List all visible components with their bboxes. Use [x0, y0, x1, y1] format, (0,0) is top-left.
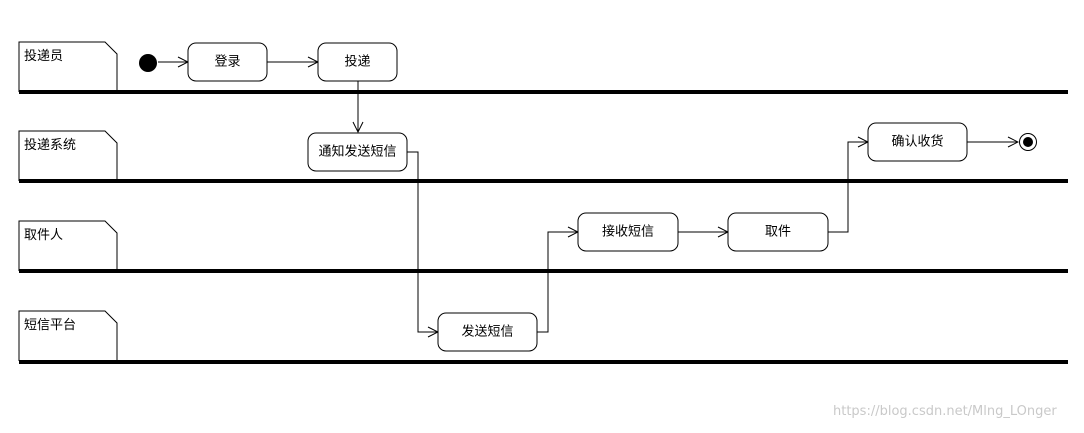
lane-label-courier: 投递员 — [24, 48, 63, 64]
action-deliver: 投递 — [317, 42, 398, 82]
action-send-sms: 发送短信 — [437, 312, 538, 352]
lane-label-frame — [18, 41, 118, 92]
edge-send-to-receive — [537, 232, 578, 333]
lane-label-delivery-system: 投递系统 — [24, 137, 76, 153]
action-pickup: 取件 — [727, 212, 829, 252]
edge-notify-to-send — [407, 151, 438, 332]
lane-label-sms-platform: 短信平台 — [24, 318, 76, 333]
watermark-text: https://blog.csdn.net/Mlng_LOnger — [833, 404, 1057, 419]
final-node — [1019, 133, 1037, 151]
action-send-sms-label: 发送短信 — [461, 324, 513, 340]
lane-label-recipient: 取件人 — [24, 228, 63, 243]
action-deliver-label: 投递 — [344, 54, 370, 70]
action-notify-sms-label: 通知发送短信 — [318, 144, 396, 160]
flow-edges — [158, 62, 1018, 332]
swimlane-sms-platform: 短信平台 — [18, 310, 1068, 364]
lane-label-frame — [18, 220, 118, 271]
action-login-label: 登录 — [214, 55, 240, 70]
action-receive-sms-label: 接收短信 — [602, 224, 654, 240]
action-pickup-label: 取件 — [765, 225, 791, 240]
action-confirm-receipt-label: 确认收货 — [891, 134, 943, 150]
action-login: 登录 — [187, 42, 268, 82]
swimlane-delivery-system: 投递系统 — [18, 130, 1068, 183]
lane-label-frame — [18, 130, 118, 181]
swimlane-courier: 投递员 — [18, 41, 1068, 94]
swimlane-recipient: 取件人 — [18, 220, 1068, 273]
action-notify-sms: 通知发送短信 — [307, 132, 408, 172]
initial-node — [139, 54, 157, 72]
action-receive-sms: 接收短信 — [577, 212, 679, 252]
action-confirm-receipt: 确认收货 — [867, 122, 968, 162]
lane-label-frame — [18, 310, 118, 361]
edge-pickup-to-confirm — [828, 142, 868, 233]
